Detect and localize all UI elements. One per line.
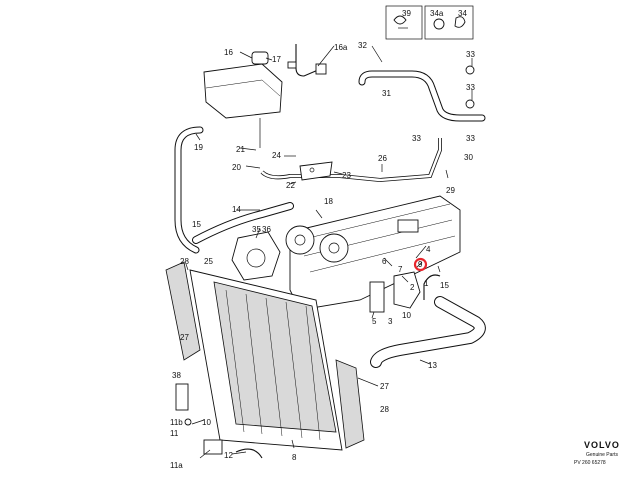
logo-line1: Genuine Parts [586, 452, 618, 458]
callout: 26 [378, 154, 387, 163]
callout: 35 [252, 225, 261, 234]
callout: 33 [412, 134, 421, 143]
callout: 15 [192, 220, 201, 229]
callout: 36 [262, 225, 271, 234]
callout: 18 [324, 197, 333, 206]
callout: 19 [194, 143, 203, 152]
fan-switch-38 [175, 383, 263, 459]
logo-brand: VOLVO [584, 440, 620, 450]
callout: 25 [204, 257, 213, 266]
callout: 34 [458, 9, 467, 18]
volvo-logo: VOLVO Genuine Parts PV 260 65278 [574, 440, 620, 466]
hose-19 [174, 126, 204, 254]
callout: 16 [224, 48, 233, 57]
callout: 16a [334, 43, 348, 52]
callout: 11 [170, 429, 179, 438]
hose-13 [370, 296, 486, 368]
callout: 7 [398, 265, 403, 274]
callout: 24 [272, 151, 281, 160]
callout: 5 [372, 317, 377, 326]
pipe-23 [260, 138, 442, 183]
callout: 11b [170, 418, 183, 427]
highlight-marker [413, 257, 428, 272]
callout: 23 [342, 171, 351, 180]
callout: 28 [180, 257, 189, 266]
callout: 33 [466, 83, 475, 92]
callout-labels: 39 34a 34 16 17 16a 32 33 33 31 21 19 33… [170, 9, 475, 470]
callout: 38 [172, 371, 181, 380]
callout: 10 [202, 418, 211, 427]
bracket-right-27 [335, 359, 365, 449]
callout: 22 [286, 181, 295, 190]
radiator [189, 269, 343, 451]
hose-16a [287, 44, 327, 77]
callout: 3 [388, 317, 393, 326]
callout: 32 [358, 41, 367, 50]
inset-box-34 [424, 5, 474, 40]
callout: 14 [232, 205, 241, 214]
callout: 4 [426, 245, 431, 254]
callout: 2 [410, 283, 415, 292]
callout: 1 [424, 279, 429, 288]
bracket-left-27 [165, 261, 201, 361]
engine-block [285, 195, 461, 311]
callout: 6 [382, 257, 387, 266]
callout: 34a [430, 9, 444, 18]
callout: 31 [382, 89, 391, 98]
water-pump [231, 231, 281, 281]
callout: 27 [180, 333, 189, 342]
hose-14 [192, 202, 294, 244]
callout: 28 [380, 405, 389, 414]
callout: 15 [440, 281, 449, 290]
callout: 11a [170, 461, 183, 470]
callout: 39 [402, 9, 411, 18]
callout: 20 [232, 163, 241, 172]
callout: 33 [466, 50, 475, 59]
logo-line2: PV 260 65278 [574, 460, 606, 466]
expansion-tank [203, 51, 283, 148]
callout: 8 [292, 453, 297, 462]
callout: 27 [380, 382, 389, 391]
inset-box-39 [385, 5, 423, 40]
callout: 13 [428, 361, 437, 370]
callout: 17 [272, 55, 281, 64]
thermostat-housing [369, 271, 421, 313]
callout: 12 [224, 451, 233, 460]
callout: 10 [402, 311, 411, 320]
upper-hoses [349, 55, 489, 122]
callout: 33 [466, 134, 475, 143]
callout: 21 [236, 145, 245, 154]
callout: 30 [464, 153, 473, 162]
leader-lines [185, 45, 473, 459]
callout: 29 [446, 186, 455, 195]
callout: 9 [418, 260, 423, 269]
